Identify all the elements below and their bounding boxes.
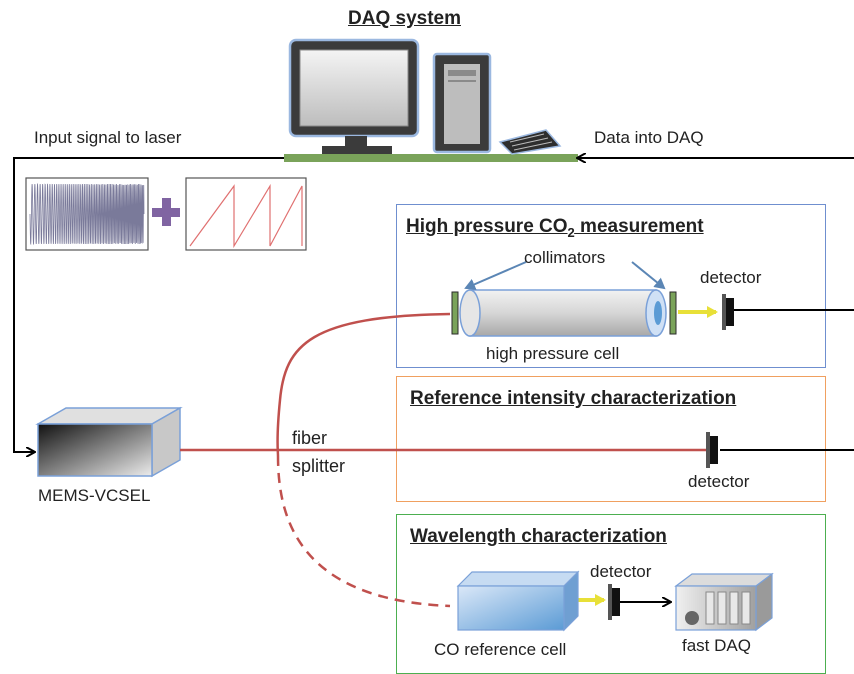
gas-cell-icon [459, 289, 667, 337]
high-pressure-cell-label: high pressure cell [486, 344, 620, 363]
co-reference-cell-label: CO reference cell [434, 640, 567, 659]
collimator-pointer-arrows [464, 261, 666, 290]
high-pressure-title-main: High pressure CO [406, 216, 568, 237]
wavelength-title: Wavelength characterization [410, 526, 667, 547]
fiber-label: fiber [292, 428, 328, 448]
keyboard-icon [498, 129, 562, 155]
high-pressure-title-rest: measurement [574, 216, 704, 237]
panel-high-pressure [396, 204, 826, 368]
collimators-label: collimators [524, 248, 606, 267]
fast-daq-label: fast DAQ [682, 636, 751, 655]
panel-reference [396, 376, 826, 502]
laser-label: MEMS-VCSEL [38, 486, 151, 505]
signal-wires-from-detectors [578, 158, 854, 451]
signal-wire-to-laser [13, 157, 284, 452]
detector-icon [722, 294, 734, 330]
computer-icon [284, 38, 578, 162]
ref-detector-label: detector [688, 472, 750, 491]
sine-waveform-icon [25, 177, 149, 251]
wl-detector-label: detector [590, 562, 652, 581]
splitter-label: splitter [292, 456, 346, 476]
co-reference-cell-icon [456, 570, 580, 632]
sawtooth-waveform-icon [185, 177, 307, 251]
laser-box-icon [35, 406, 183, 478]
beam-arrows [578, 306, 718, 606]
plus-icon [152, 198, 180, 226]
daq-system-title: DAQ system [348, 8, 461, 29]
fast-daq-icon [674, 572, 774, 632]
reference-title: Reference intensity characterization [410, 388, 737, 409]
data-into-daq-label: Data into DAQ [594, 128, 704, 147]
detector-icon [608, 584, 620, 620]
high-pressure-title: High pressure CO2 measurement [406, 216, 704, 240]
high-pressure-title-subscript: 2 [567, 224, 575, 240]
collimator-icon [451, 291, 677, 335]
hp-detector-label: detector [700, 268, 762, 287]
fiber-lines [180, 312, 706, 608]
detector-icon [706, 432, 718, 468]
input-signal-label: Input signal to laser [34, 128, 182, 147]
